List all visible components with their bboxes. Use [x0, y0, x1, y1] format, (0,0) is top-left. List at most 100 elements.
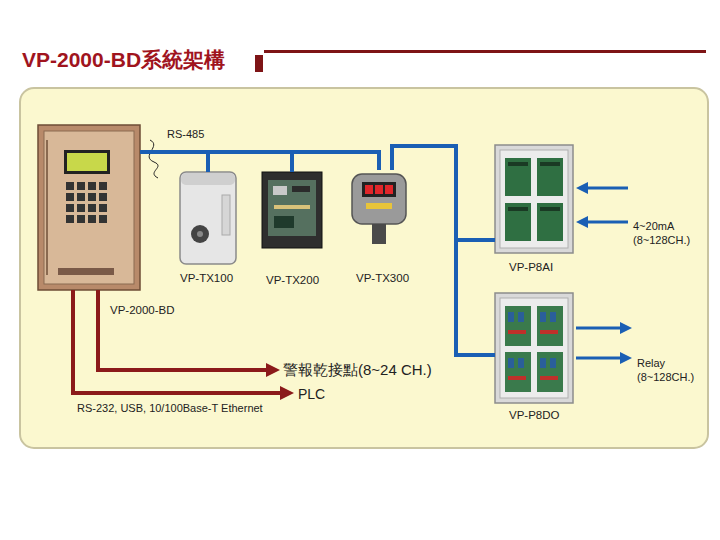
title-rule-part [264, 50, 706, 53]
device-label: VP-2000-BD [110, 304, 175, 316]
p8ai-cabinet-part [508, 162, 528, 166]
p8do-cabinet-part-part [540, 312, 546, 322]
p8ai-cabinet [495, 145, 573, 253]
p8do-cabinet-part-part [508, 376, 526, 380]
p8do-cabinet-part [505, 352, 531, 392]
controller-cabinet-part-part [66, 215, 74, 223]
device-label: VP-P8AI [509, 261, 553, 273]
tx200-device-part [262, 172, 322, 248]
controller-cabinet-part-part [99, 204, 107, 212]
controller-cabinet-part [58, 268, 114, 275]
p8ai-cabinet-part [508, 207, 528, 211]
tx100-device-part [191, 225, 209, 243]
p8ai-cabinet-part [537, 203, 563, 241]
rs485-bus [208, 152, 292, 172]
tx300-device-part [362, 182, 396, 197]
tx300-device [352, 174, 406, 244]
p8do-cabinet-part-part [550, 358, 556, 368]
bus-label: RS-485 [166, 128, 205, 140]
controller-cabinet-part-part [66, 182, 74, 190]
p8do-cabinet-part-part [508, 358, 514, 368]
controller-cabinet-part [67, 153, 107, 171]
tx300-device-part [366, 203, 392, 209]
device-node: VP-TX100 [180, 172, 236, 264]
p8ai-cabinet-part [537, 158, 563, 196]
tx300-device-part [385, 185, 393, 194]
signal-label: 警報乾接點(8~24 CH.) [283, 360, 432, 380]
rs485-bus [140, 152, 208, 172]
tx100-device-part [222, 195, 230, 235]
controller-cabinet-part-part [77, 182, 85, 190]
controller-cabinet-part [44, 131, 134, 284]
device-node: VP-TX200 [262, 172, 322, 248]
io-arrows-part [576, 182, 588, 194]
tx200-device-part [273, 186, 287, 195]
controller-cabinet-part-part [66, 204, 74, 212]
tx200-device-part [268, 180, 316, 236]
system-panel [20, 88, 708, 448]
controller-cabinet-part-part [66, 193, 74, 201]
controller-cabinet-part-part [77, 193, 85, 201]
p8do-cabinet-part [508, 330, 558, 380]
controller-cabinet-part [38, 125, 140, 290]
tx200-device-part [274, 205, 310, 209]
io-arrows-part [576, 216, 588, 228]
p8ai-cabinet-part [540, 162, 560, 166]
p8do-cabinet-part [508, 312, 556, 368]
controller-cabinet-part [46, 140, 48, 275]
p8ai-cabinet-part [505, 203, 531, 241]
controller-cabinet-part-part [77, 204, 85, 212]
tx300-device-part [352, 174, 406, 224]
red-signal-arrows-part [280, 386, 294, 400]
red-signal-arrows-part [98, 290, 268, 370]
tx200-device-part [292, 186, 310, 192]
controller-cabinet-part [66, 182, 107, 223]
rs485-bus [392, 146, 495, 240]
rs485-bus [392, 146, 495, 355]
signal-label: RS-232, USB, 10/100Base-T Ethernet [77, 401, 263, 415]
p8do-cabinet-part-part [540, 330, 558, 334]
title-rule-part [255, 55, 263, 72]
controller-cabinet [38, 125, 140, 290]
device-label: VP-TX200 [266, 274, 319, 286]
controller-cabinet-part-part [88, 182, 96, 190]
controller-cabinet-part-part [88, 193, 96, 201]
io-arrows [576, 182, 632, 364]
p8ai-cabinet-part [495, 145, 573, 253]
p8do-cabinet-part [495, 293, 573, 403]
red-signal-arrows-part [73, 290, 282, 393]
rs485-wave-part [149, 140, 158, 178]
controller-cabinet-part-part [88, 204, 96, 212]
p8ai-cabinet-part [500, 150, 568, 248]
system-panel-part [20, 88, 708, 448]
tx300-device-part [372, 224, 386, 244]
signal-label: Relay (8~128CH.) [637, 356, 711, 385]
tx300-device-part [375, 185, 383, 194]
device-label: VP-P8DO [509, 409, 560, 421]
controller-cabinet-part-part [99, 193, 107, 201]
tx100-device [180, 172, 236, 264]
p8do-cabinet [495, 293, 573, 403]
controller-cabinet-part-part [77, 215, 85, 223]
p8do-cabinet-part-part [540, 376, 558, 380]
p8do-cabinet-part-part [518, 358, 524, 368]
p8do-cabinet-part-part [540, 358, 546, 368]
device-node: VP-P8DO [495, 293, 573, 403]
p8do-cabinet-part-part [550, 312, 556, 322]
io-arrows-part [576, 357, 622, 360]
device-node: VP-2000-BD [38, 125, 140, 290]
tx100-device-part [181, 173, 235, 185]
io-arrows-part [586, 187, 628, 190]
tx100-device-part [180, 172, 236, 264]
diagram-title: VP-2000-BD系統架構 [22, 46, 225, 74]
signal-label: 4~20mA (8~128CH.) [633, 219, 707, 248]
title-rule [255, 50, 706, 72]
device-node: VP-P8AI [495, 145, 573, 253]
p8do-cabinet-part-part [508, 312, 514, 322]
rs485-bus [292, 152, 379, 172]
rs485-wave [149, 140, 158, 178]
io-arrows-part [620, 352, 632, 364]
